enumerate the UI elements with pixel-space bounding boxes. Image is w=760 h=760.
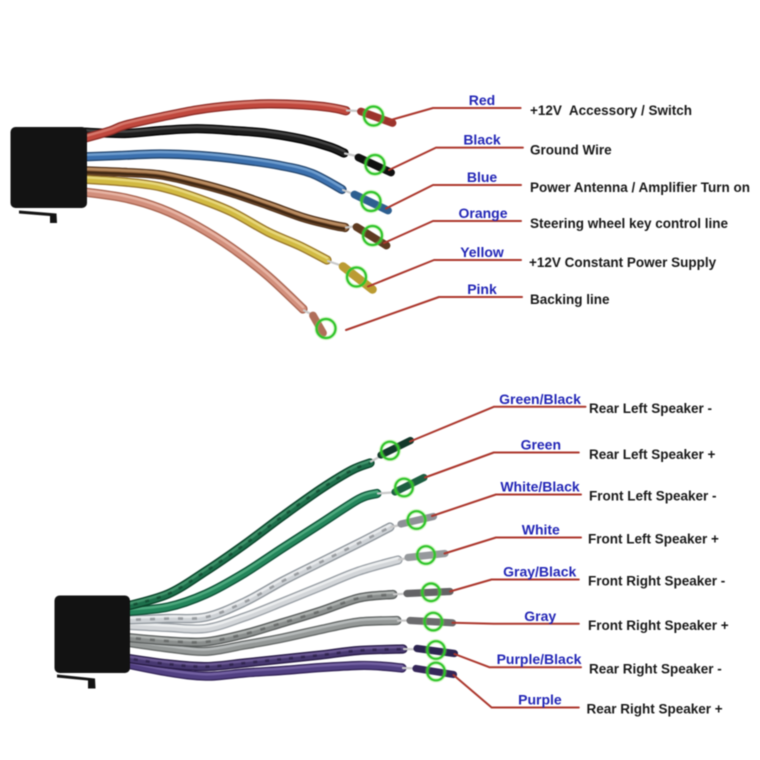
svg-text:Front Right Speaker +: Front Right Speaker + — [588, 618, 729, 633]
svg-text:Rear Left Speaker +: Rear Left Speaker + — [589, 447, 716, 462]
svg-text:Green: Green — [521, 437, 561, 453]
svg-text:White: White — [522, 522, 560, 538]
svg-text:Steering wheel key control lin: Steering wheel key control line — [530, 216, 729, 231]
svg-text:Green/Black: Green/Black — [499, 391, 581, 407]
svg-text:Purple: Purple — [518, 692, 562, 708]
svg-text:Blue: Blue — [467, 169, 498, 185]
svg-text:Ground Wire: Ground Wire — [530, 142, 612, 157]
svg-text:Power Antenna / Amplifier Turn: Power Antenna / Amplifier Turn on — [530, 180, 750, 195]
svg-text:Front Right Speaker -: Front Right Speaker - — [588, 574, 725, 589]
svg-text:Rear Right Speaker +: Rear Right Speaker + — [587, 702, 723, 717]
svg-text:Gray/Black: Gray/Black — [503, 564, 576, 580]
svg-text:Black: Black — [463, 131, 501, 147]
svg-text:+12V Accessory / Switch: +12V Accessory / Switch — [530, 103, 692, 118]
svg-text:Orange: Orange — [458, 205, 507, 221]
svg-text:Backing line: Backing line — [530, 292, 610, 307]
svg-text:Front Left Speaker -: Front Left Speaker - — [589, 489, 717, 504]
svg-text:Rear Left Speaker -: Rear Left Speaker - — [589, 401, 712, 416]
svg-text:Yellow: Yellow — [460, 244, 504, 260]
svg-text:Front Left Speaker +: Front Left Speaker + — [588, 532, 719, 547]
svg-text:Purple/Black: Purple/Black — [497, 651, 582, 667]
svg-text:Gray: Gray — [524, 608, 556, 624]
svg-text:White/Black: White/Black — [500, 479, 580, 495]
svg-text:Red: Red — [469, 92, 495, 108]
svg-text:Pink: Pink — [467, 281, 497, 297]
svg-text:+12V Constant Power Supply: +12V Constant Power Supply — [529, 255, 717, 270]
svg-text:Rear Right Speaker -: Rear Right Speaker - — [589, 661, 722, 676]
